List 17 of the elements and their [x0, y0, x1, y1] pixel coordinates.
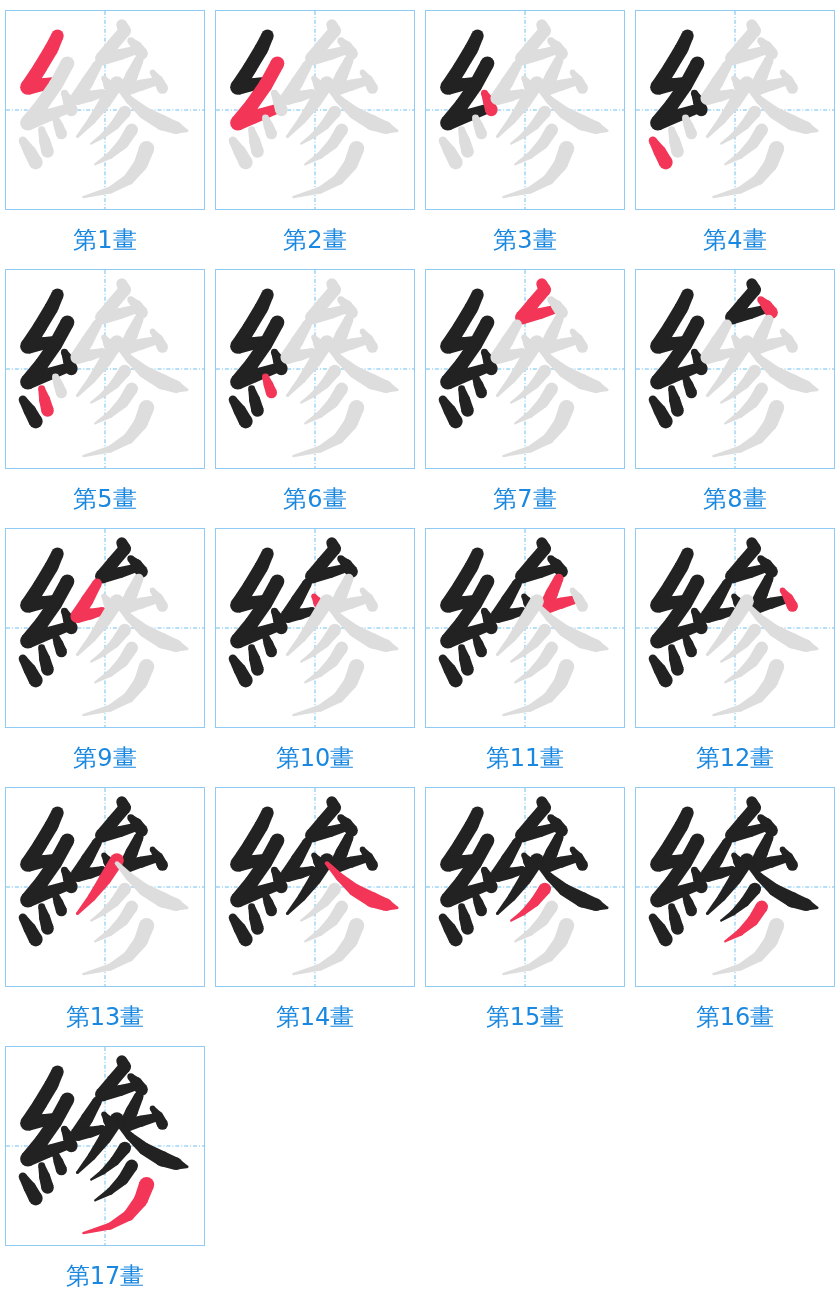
stroke-number-caption: 第7畫	[493, 484, 557, 514]
stroke-number-caption: 第12畫	[695, 743, 775, 773]
stroke-number-caption: 第4畫	[703, 225, 767, 255]
stroke-number-caption: 第8畫	[703, 484, 767, 514]
stroke-number-caption: 第13畫	[65, 1002, 145, 1032]
stroke-number-caption: 第17畫	[65, 1261, 145, 1291]
stroke-number-caption: 第14畫	[275, 1002, 355, 1032]
stroke-number-caption: 第3畫	[493, 225, 557, 255]
stroke-number-caption: 第10畫	[275, 743, 355, 773]
stroke-number-caption: 第11畫	[485, 743, 565, 773]
stroke-number-caption: 第5畫	[73, 484, 137, 514]
stroke-number-caption: 第2畫	[283, 225, 347, 255]
stroke-number-caption: 第6畫	[283, 484, 347, 514]
stroke-number-caption: 第16畫	[695, 1002, 775, 1032]
stroke-number-caption: 第1畫	[73, 225, 137, 255]
stroke-number-caption: 第15畫	[485, 1002, 565, 1032]
stroke-number-caption: 第9畫	[73, 743, 137, 773]
